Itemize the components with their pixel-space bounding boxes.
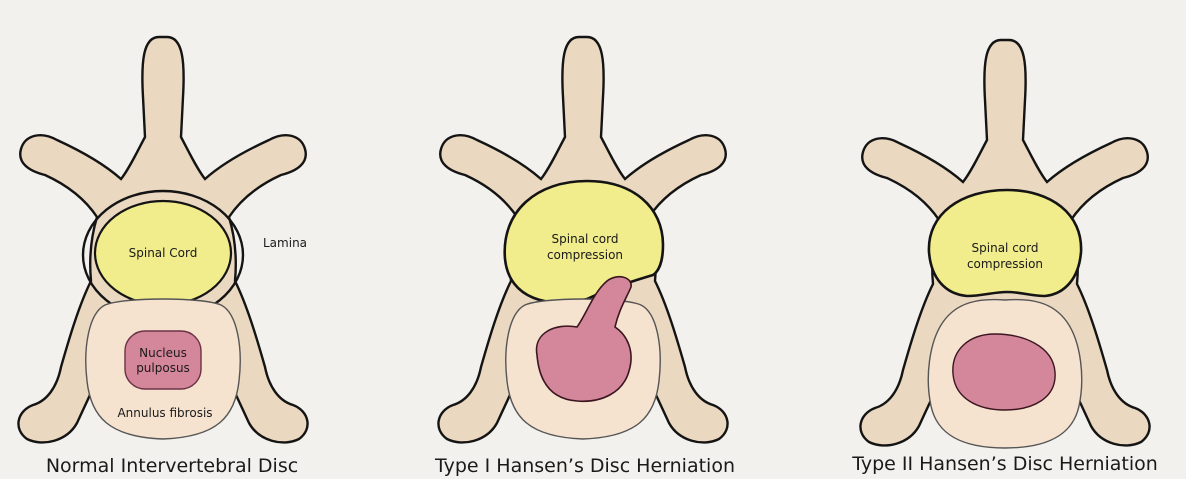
label-nucleus-line2: pulposus bbox=[136, 361, 190, 375]
panel-title-type-2: Type II Hansen’s Disc Herniation bbox=[851, 453, 1158, 475]
label-spinal-cord: Spinal Cord bbox=[129, 246, 198, 260]
label-nucleus-line1: Nucleus bbox=[139, 346, 187, 360]
panel-title-type-1: Type I Hansen’s Disc Herniation bbox=[434, 455, 735, 477]
label-cord-line2: compression bbox=[967, 257, 1043, 271]
label-annulus-fibrosis: Annulus fibrosis bbox=[117, 406, 212, 420]
panel-title-normal: Normal Intervertebral Disc bbox=[46, 455, 298, 477]
label-lamina: Lamina bbox=[263, 236, 307, 250]
label-cord-line1: Spinal cord bbox=[972, 241, 1039, 255]
label-cord-line2: compression bbox=[547, 248, 623, 262]
nucleus-pulposus bbox=[125, 331, 201, 389]
label-cord-line1: Spinal cord bbox=[552, 232, 619, 246]
